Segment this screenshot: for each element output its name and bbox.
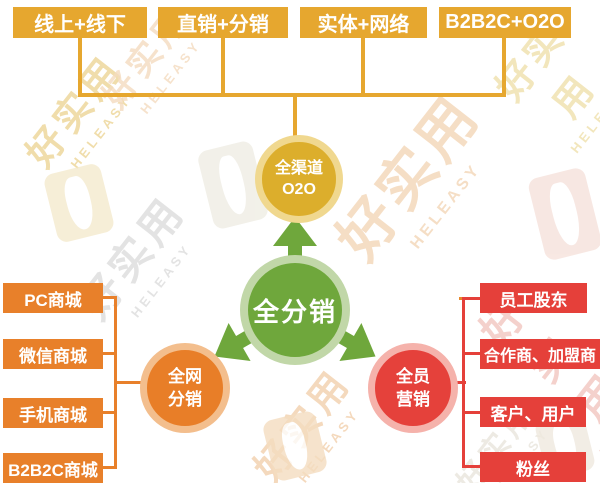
brand-logo-icon: [42, 162, 116, 244]
connector-line: [361, 38, 365, 95]
hub-label-line1: 全网: [168, 367, 202, 386]
connector-line: [221, 38, 225, 95]
watermark-en: HELEASY: [137, 36, 205, 117]
watermark-en: HELEASY: [295, 405, 363, 483]
left-channel-box: B2B2C商城: [3, 453, 103, 483]
left-channel-box: PC商城: [3, 283, 103, 313]
watermark-en: HELEASY: [596, 379, 600, 459]
connector-line: [114, 381, 144, 384]
logo-glyph: [278, 420, 312, 472]
center-hub-label: 全分销: [252, 296, 337, 327]
hub-label-line2: 营销: [396, 390, 430, 409]
connector-line: [465, 411, 480, 414]
connector-line: [78, 93, 506, 97]
right-audience-box: 员工股东: [480, 283, 587, 313]
network-distribution-hub: 全网 分销: [140, 343, 230, 433]
connector-line: [465, 352, 480, 355]
brand-logo-icon: [261, 409, 329, 483]
connector-line: [465, 297, 480, 300]
brand-logo-icon: [526, 166, 600, 262]
top-channel-box: B2B2C+O2O: [439, 7, 571, 38]
hub-label-line1: 全员: [396, 367, 430, 386]
connector-line: [456, 381, 466, 384]
staff-marketing-hub: 全员 营销: [368, 343, 458, 433]
logo-glyph: [546, 180, 584, 248]
top-channel-box: 实体+网络: [300, 7, 427, 38]
left-channel-box: 手机商城: [3, 398, 103, 428]
connector-line: [103, 466, 117, 469]
connector-line: [293, 95, 297, 138]
center-hub: 全分销: [240, 255, 350, 365]
right-audience-box: 合作商、加盟商: [480, 339, 600, 369]
hub-label-line1: 全渠道: [274, 160, 323, 177]
connector-line: [103, 296, 117, 299]
top-channel-box: 线上+线下: [13, 7, 147, 38]
left-channel-box: 微信商城: [3, 339, 103, 369]
connector-line: [103, 352, 117, 355]
watermark-en: HELEASY: [407, 160, 485, 253]
connector-line: [465, 465, 480, 468]
hub-label-line2: 分销: [168, 390, 202, 409]
watermark-cn: 好实用: [19, 47, 132, 176]
connector-line: [502, 38, 506, 95]
connector-line: [78, 38, 82, 95]
right-audience-box: 客户、用户: [480, 397, 586, 427]
watermark-en: HELEASY: [567, 76, 600, 156]
omni-channel-hub: 全渠道 O2O: [255, 135, 343, 223]
right-audience-box: 粉丝: [480, 452, 586, 482]
connector-line: [103, 411, 117, 414]
top-channel-box: 直销+分销: [158, 7, 288, 38]
logo-glyph: [61, 174, 97, 232]
hub-label-line2: O2O: [282, 181, 316, 198]
